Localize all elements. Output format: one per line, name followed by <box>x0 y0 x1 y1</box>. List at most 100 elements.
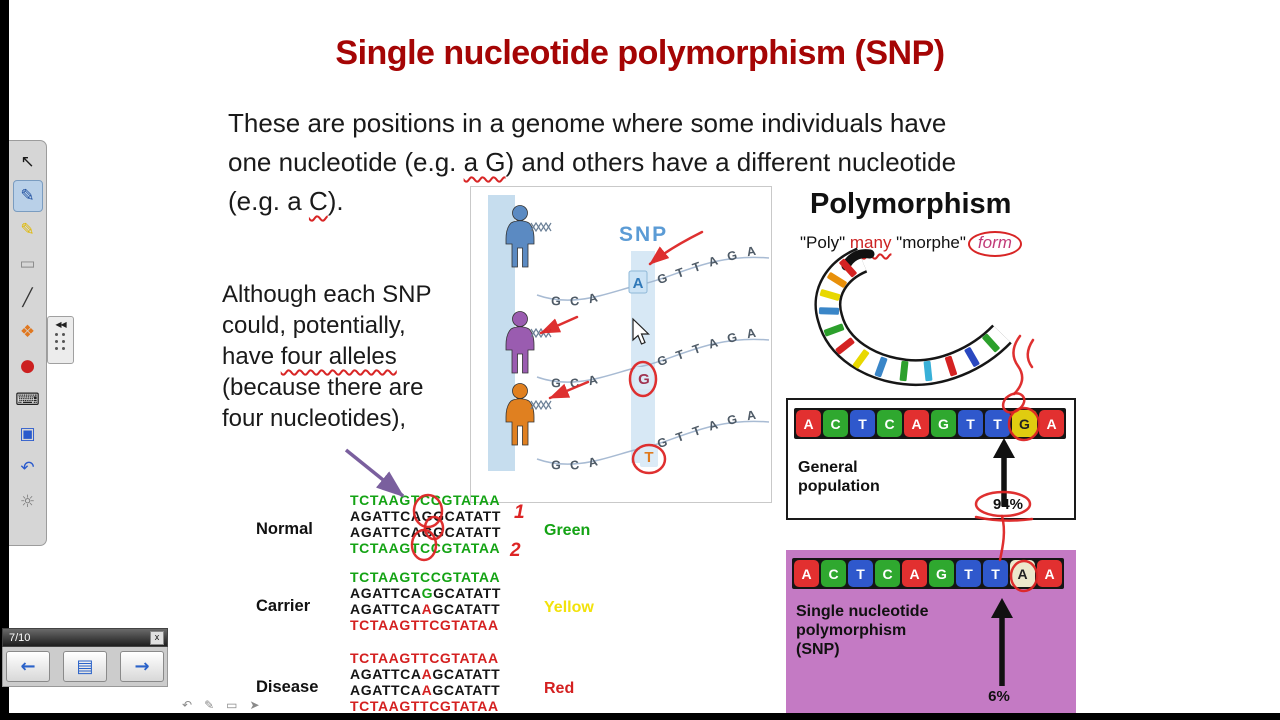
intro-line: These are positions in a genome where so… <box>228 104 956 143</box>
nucleotide-tile: G <box>931 410 956 437</box>
variant-t: T <box>644 449 653 466</box>
svg-text:GTTAGA: GTTAGA <box>656 242 767 287</box>
page-navigator-buttons: ← ▤ → <box>2 647 168 687</box>
variant-a: A <box>633 275 644 292</box>
nucleotide-tile: A <box>1039 410 1064 437</box>
nucleotide-tile: G <box>1012 410 1037 437</box>
pointer-icon[interactable]: ➤ <box>249 698 260 712</box>
close-button[interactable]: x <box>150 630 164 645</box>
text-run: many <box>849 233 892 252</box>
screen-edge-bottom <box>0 713 1280 720</box>
nucleotide-tile: A <box>796 410 821 437</box>
highlighter-tool[interactable]: ✎ <box>20 219 35 240</box>
text-run: ) and others have a different nucleotide <box>505 147 957 177</box>
pen-color-tool[interactable]: ● <box>20 355 35 376</box>
nucleotide-tile: C <box>877 410 902 437</box>
nucleotide-tile: T <box>956 560 981 587</box>
line-tool[interactable]: ╱ <box>22 287 33 308</box>
text-run: (e.g. a <box>228 186 309 216</box>
dna-sequence: AGATTCAAGCATATT <box>350 666 501 682</box>
text-run: "Poly" <box>800 233 850 252</box>
next-page-button[interactable]: → <box>120 651 164 682</box>
nucleotide-tile: A <box>902 560 927 587</box>
svg-text:GCA: GCA <box>551 370 609 391</box>
shapes-tool[interactable]: ❖ <box>19 321 36 342</box>
nucleotide-tile: A <box>1037 560 1062 587</box>
keyboard-tool[interactable]: ⌨ <box>15 389 40 410</box>
snp-up-arrow <box>991 598 1013 686</box>
nucleotide-tile: A <box>1010 560 1035 587</box>
text-run: four nucleotides), <box>222 405 407 432</box>
gp-percent: 94% <box>992 496 1024 513</box>
nucleotide-tile: T <box>958 410 983 437</box>
dna-helix-icon <box>530 400 552 410</box>
note-line: Although each SNP <box>222 279 431 310</box>
genotype-color-label: Green <box>544 522 591 539</box>
drag-handle-icon[interactable] <box>55 333 66 351</box>
snp-strands-graphic: GCA GTTAGA GCA GTTAGA GCA GTTAGA A G T <box>505 205 770 473</box>
nucleotide-tile: A <box>794 560 819 587</box>
svg-text:GCA: GCA <box>551 452 609 473</box>
collapse-icon[interactable]: ◀◀ <box>55 320 66 329</box>
nucleotide-tile: C <box>821 560 846 587</box>
pen-tool[interactable]: ✎ <box>12 180 43 212</box>
undo-icon[interactable]: ↶ <box>182 698 193 712</box>
page-menu-button[interactable]: ▤ <box>63 651 107 682</box>
prev-page-button[interactable]: ← <box>6 651 50 682</box>
eraser-icon[interactable]: ▭ <box>226 698 238 712</box>
nucleotide-tile: C <box>875 560 900 587</box>
nucleotide-tile: C <box>823 410 848 437</box>
capture-tool[interactable]: ▣ <box>19 423 36 444</box>
settings-tool[interactable]: ☼ <box>19 491 36 512</box>
dna-helix-icon <box>530 222 552 232</box>
gp-label: General population <box>798 459 880 495</box>
dna-sequence: TCTAAGTTCGTATAA <box>350 617 499 633</box>
text-run: ). <box>327 186 344 216</box>
variant-a-tile <box>628 270 648 294</box>
eraser-tool[interactable]: ▭ <box>19 253 36 274</box>
svg-text:GTTAGA: GTTAGA <box>656 324 767 369</box>
dna-sequence: AGATTCAAGCATATT <box>350 601 501 617</box>
dna-helix-icon <box>530 328 552 338</box>
strand2-prefix: GCA <box>551 370 599 391</box>
text-run: could, potentially, <box>222 312 406 339</box>
pen-icon[interactable]: ✎ <box>204 698 215 712</box>
dna-sequence: TCTAAGTTCGTATAA <box>350 650 499 666</box>
note-line: could, potentially, <box>222 310 431 341</box>
text-run: These are positions in a genome where so… <box>228 108 947 138</box>
genotype-color-label: Yellow <box>544 599 594 616</box>
ribbon-bases <box>818 258 1000 382</box>
snp-letter: A <box>421 666 433 682</box>
svg-text:GTTAGA: GTTAGA <box>656 406 767 451</box>
text-run: C <box>308 186 328 216</box>
snp-diagram: SNP <box>470 186 772 503</box>
person-blue <box>505 205 535 268</box>
text-run: four alleles <box>280 343 397 370</box>
strand1-prefix: GCA <box>551 288 599 309</box>
genotype-label: Normal <box>256 520 313 538</box>
intro-line: (e.g. a C). <box>228 182 956 221</box>
text-run: a G <box>463 147 506 177</box>
intro-line: one nucleotide (e.g. a G) and others hav… <box>228 143 956 182</box>
nucleotide-tile: A <box>904 410 929 437</box>
select-tool[interactable]: ↖ <box>20 151 35 172</box>
undo-tool[interactable]: ↶ <box>20 457 35 478</box>
note-line: (because there are <box>222 372 431 403</box>
snp-letter: G <box>421 585 434 601</box>
page-navigator-titlebar: 7/10 x <box>2 628 168 647</box>
page-navigator: 7/10 x ← ▤ → <box>2 628 168 687</box>
dna-sequence: TCTAAGTCCGTATAA <box>350 492 501 508</box>
toolbar-collapse-panel[interactable]: ◀◀ <box>47 316 74 364</box>
snp-letter: A <box>421 682 433 698</box>
dna-sequence: AGATTCAAGCATATT <box>350 682 501 698</box>
person-purple <box>505 311 535 374</box>
